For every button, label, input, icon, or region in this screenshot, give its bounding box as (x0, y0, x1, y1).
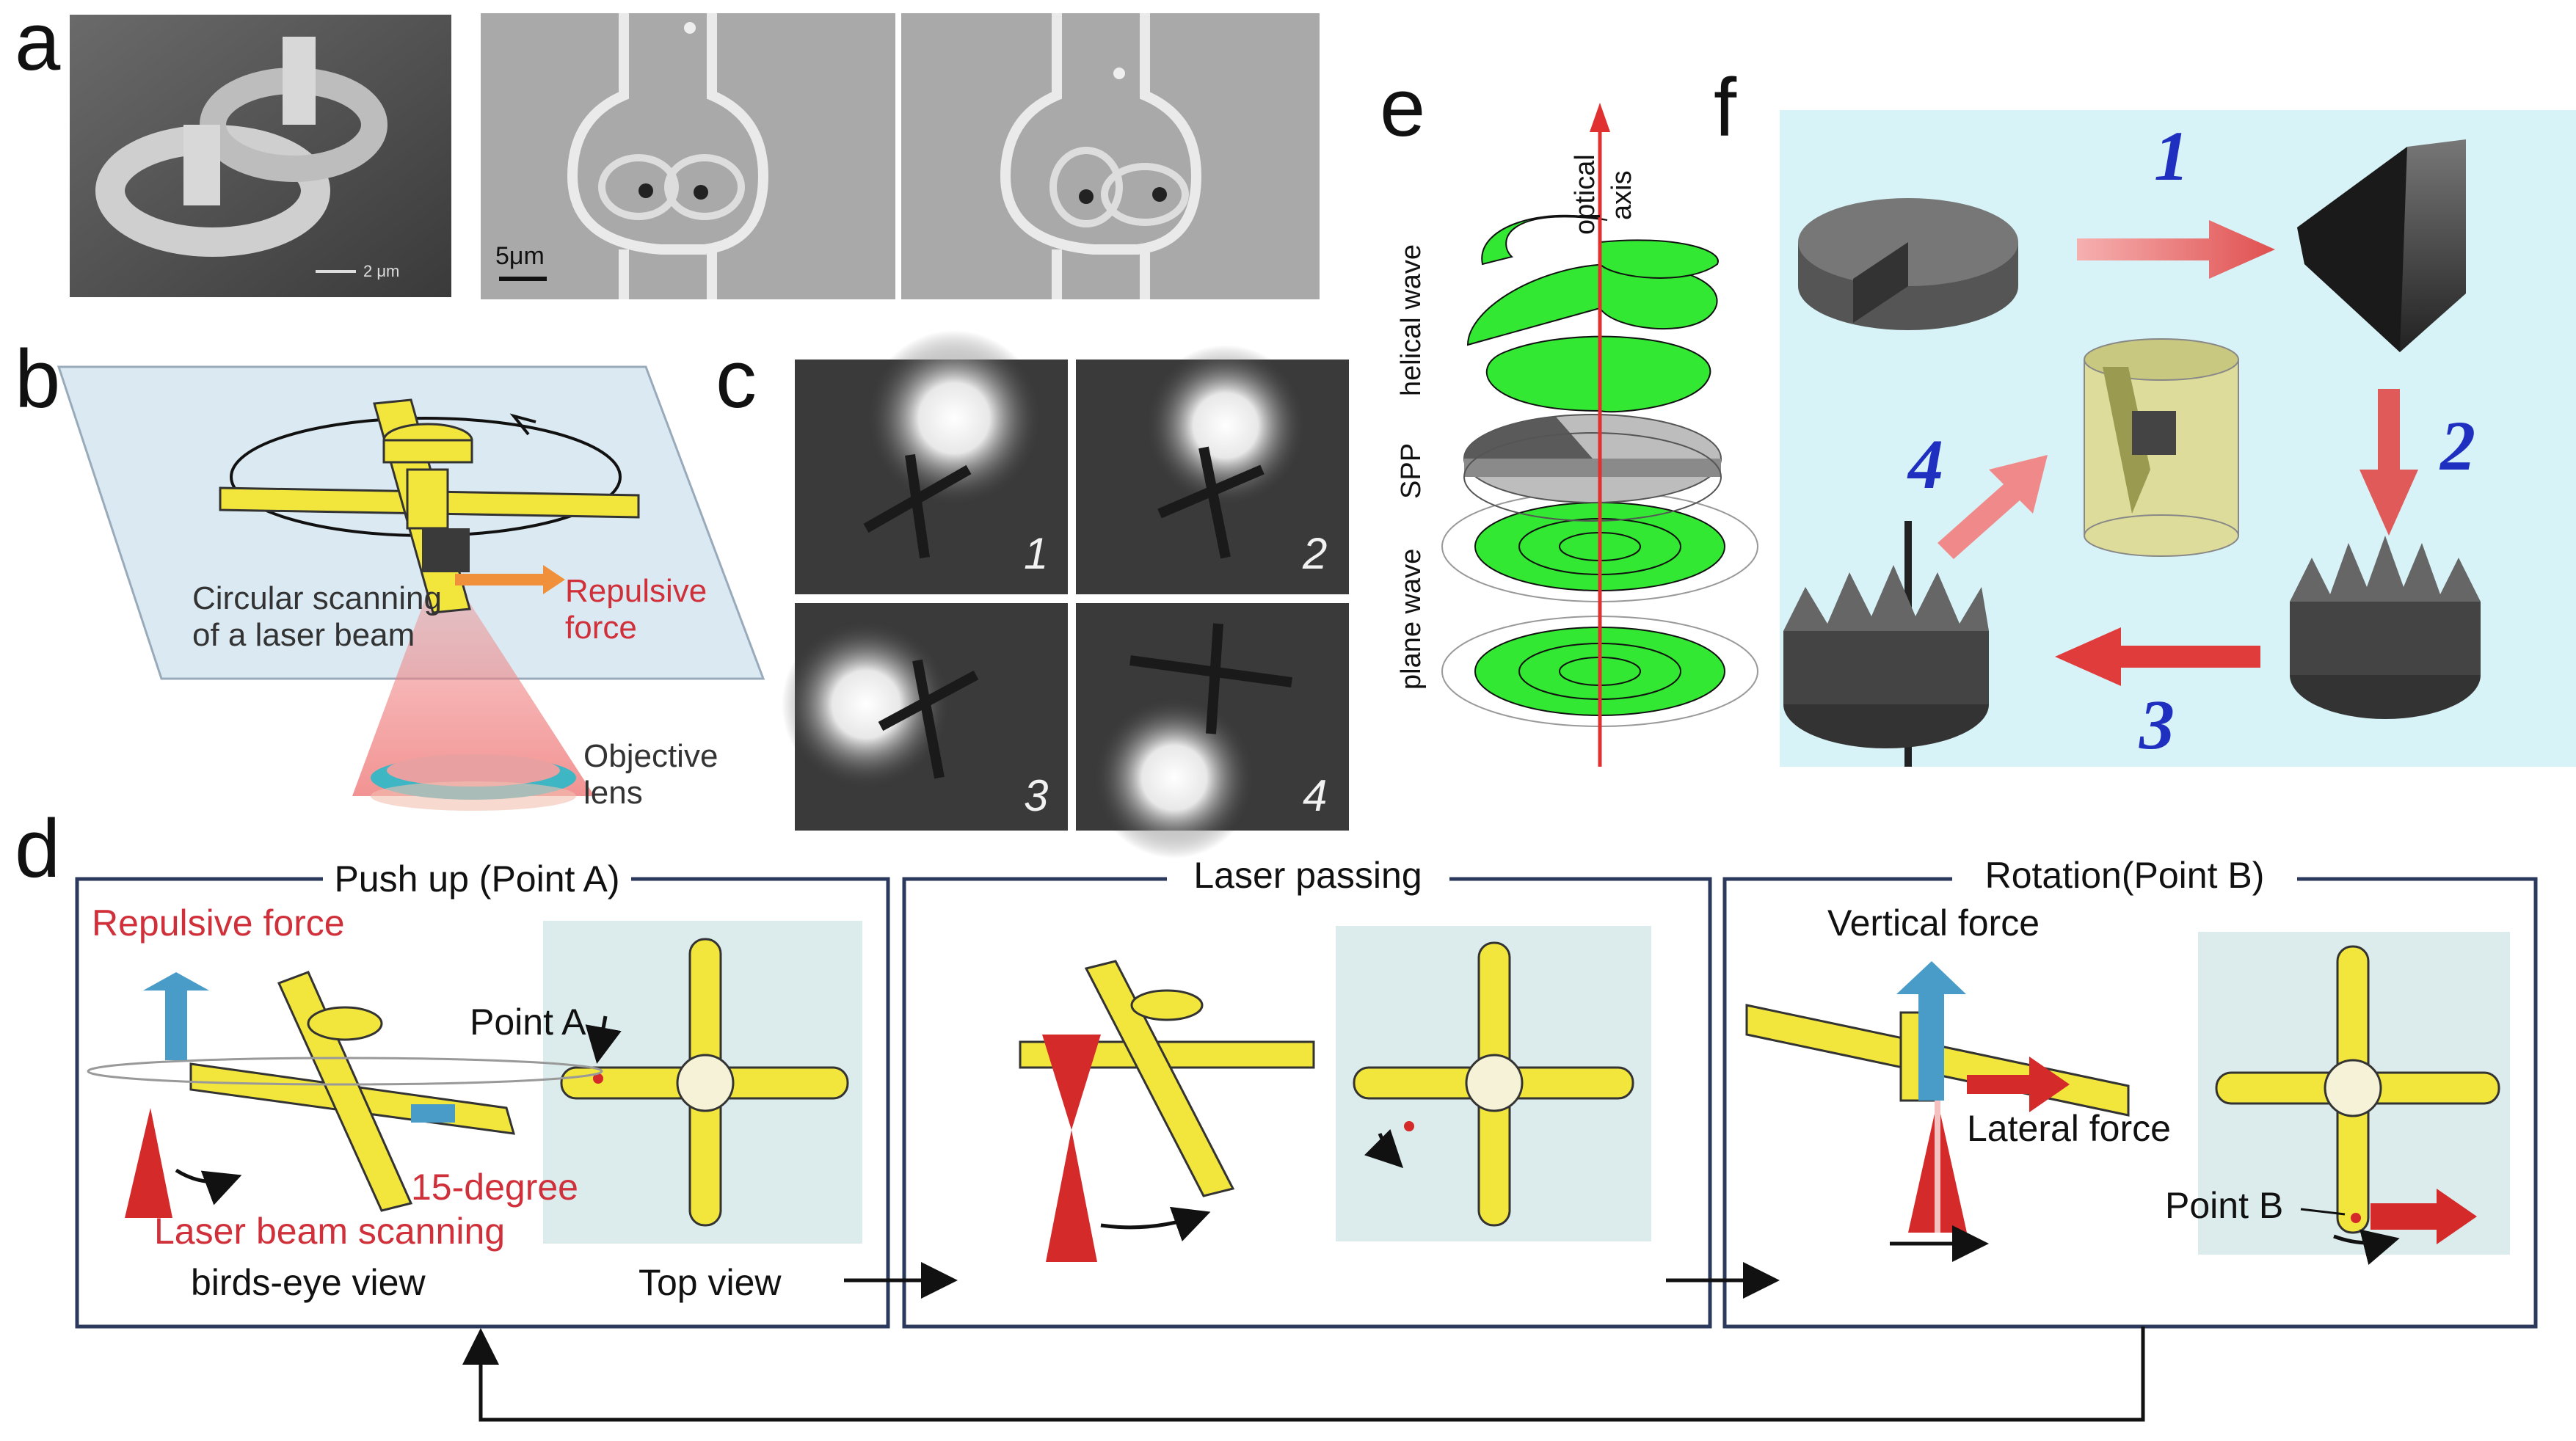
axis-label-1: optical (1570, 154, 1601, 235)
helical-wave-label: helical wave (1396, 244, 1427, 396)
d-point-a: Point A (470, 1002, 586, 1043)
f-step-4: 4 (1907, 425, 1943, 503)
scan-label-1: Circular scanning (192, 580, 442, 616)
d-top-view: Top view (638, 1262, 782, 1303)
repulsive-force-arrow (455, 565, 565, 594)
f-step-1: 1 (2154, 117, 2189, 195)
d-box1-title: Push up (Point A) (334, 858, 619, 900)
f-gear-right (2290, 536, 2481, 719)
d-box-rotation: Rotation(Point B) Vertical force Lateral… (1722, 855, 2538, 1329)
f-arrow-2 (2359, 389, 2418, 536)
d-point-b: Point B (2165, 1185, 2283, 1226)
d-box2-title: Laser passing (1193, 855, 1422, 896)
d-box-push-up: Push up (Point A) Repulsive force Point … (75, 858, 890, 1329)
f-arrow-4 (1938, 455, 2048, 559)
panel-c: c 1 2 3 4 (716, 330, 1349, 858)
sem-scale-label: 2 μm (363, 262, 399, 280)
panel-c-letter: c (716, 333, 757, 425)
d-15-degree: 15-degree (411, 1167, 578, 1208)
objective-lens (371, 754, 576, 811)
d-birds-eye-view: birds-eye view (191, 1262, 426, 1303)
panel-b: b Circular scanning of a laser beam Repu… (15, 333, 765, 811)
panel-f-letter: f (1714, 62, 1737, 153)
f-step-2: 2 (2439, 406, 2475, 485)
laser-beam (352, 558, 594, 796)
f-wedge (2297, 139, 2466, 352)
sem-image: 2 μm (70, 15, 451, 297)
f-disc (1798, 198, 2018, 330)
force-label-1: Repulsive (565, 573, 707, 609)
d-vertical-force: Vertical force (1827, 902, 2040, 944)
f-arrow-1 (2077, 220, 2275, 279)
f-arrow-3 (2055, 627, 2260, 686)
panel-d-letter: d (15, 803, 60, 894)
d-box-laser-passing: Laser passing (902, 855, 1712, 1329)
optical-scale-label: 5μm (495, 242, 545, 270)
plane-wave-label: plane wave (1396, 549, 1427, 690)
c-frame-1: 1 (795, 330, 1068, 594)
lens-label-2: lens (583, 775, 643, 811)
d-box3-title: Rotation(Point B) (1985, 855, 2265, 896)
f-step-3: 3 (2139, 685, 2175, 764)
c-frame-1-label: 1 (1024, 529, 1048, 578)
panel-f: f (1714, 62, 2576, 767)
panel-a-letter: a (15, 0, 61, 87)
panel-e: e optical axis (1380, 62, 1765, 767)
panel-b-letter: b (15, 333, 60, 425)
panel-e-letter: e (1380, 62, 1425, 153)
spp-plate (1463, 414, 1722, 522)
optical-image-left: 5μm (481, 13, 895, 299)
d-lateral-force: Lateral force (1967, 1108, 2171, 1149)
rotor-b (219, 398, 640, 614)
optical-axis-arrowhead (1590, 103, 1610, 132)
c-frame-4: 4 (1076, 603, 1349, 858)
panel-a: a 2 μm 5μm (15, 0, 1320, 299)
c-frame-2: 2 (1076, 345, 1349, 594)
panel-d: d Push up (Point A) Repulsive force Poin… (15, 803, 2538, 1422)
d-laser-scanning: Laser beam scanning (154, 1211, 505, 1252)
axis-label-2: axis (1607, 170, 1637, 220)
spp-label: SPP (1396, 443, 1427, 499)
c-frame-3-label: 3 (1024, 771, 1048, 820)
c-frame-3: 3 (782, 603, 1068, 831)
optical-image-right (901, 13, 1320, 299)
f-gear-left (1783, 521, 1989, 767)
lens-label-1: Objective (583, 738, 718, 774)
c-frame-2-label: 2 (1302, 529, 1327, 578)
d-repulsive-force: Repulsive force (92, 902, 345, 944)
d-return-arrow (462, 1327, 2145, 1422)
f-cylinder (2084, 338, 2239, 557)
force-label-2: force (565, 610, 637, 646)
c-frame-4-label: 4 (1303, 771, 1327, 820)
scan-label-2: of a laser beam (192, 617, 415, 653)
